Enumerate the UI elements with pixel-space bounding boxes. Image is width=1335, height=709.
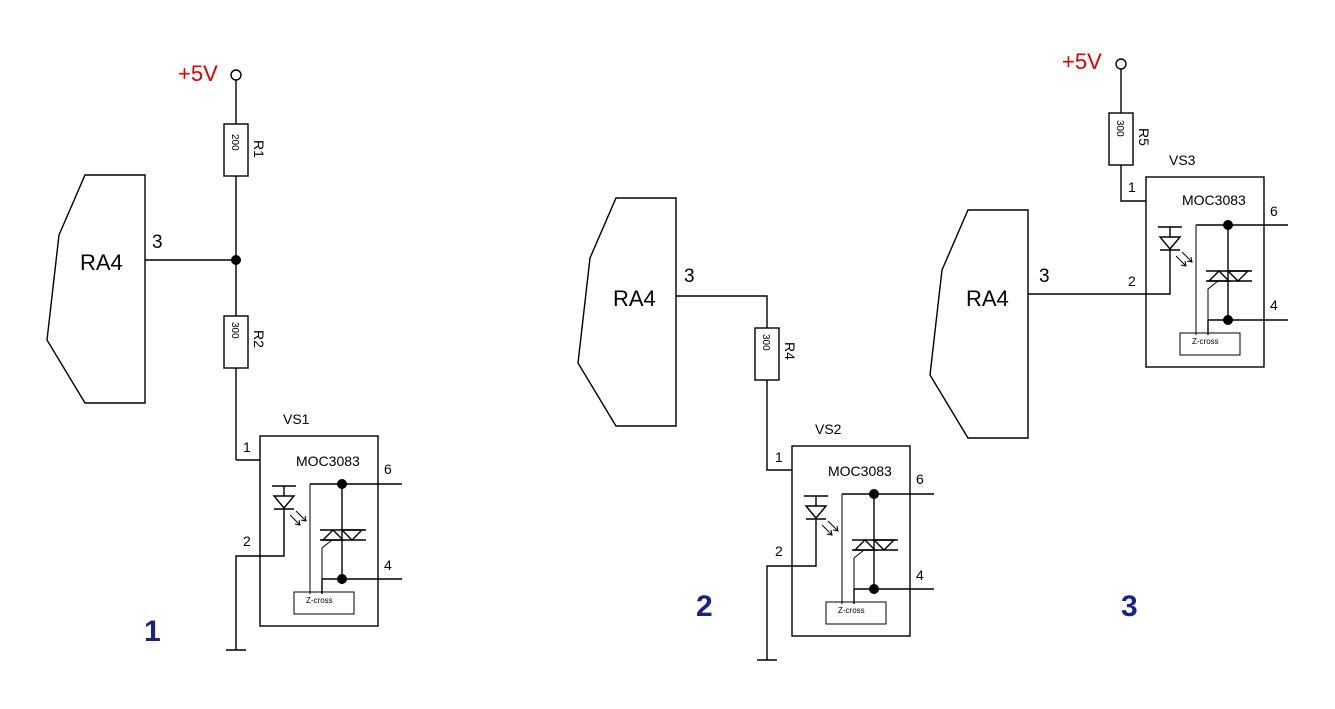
variant-number: 2 — [696, 590, 713, 623]
resistor-name: R2 — [251, 330, 267, 348]
pin-2: 2 — [243, 533, 251, 549]
variant-number: 1 — [144, 615, 161, 648]
variant-number: 3 — [1121, 590, 1138, 623]
pin-2: 2 — [775, 543, 783, 559]
resistor-value: 300 — [1114, 120, 1125, 137]
resistor-value: 200 — [229, 134, 240, 151]
resistor-r5 — [1108, 112, 1134, 166]
pin-6: 6 — [916, 471, 924, 487]
port-pin: 3 — [1039, 266, 1050, 287]
zero-cross-label: Z-cross — [306, 596, 333, 605]
resistor-r1 — [223, 123, 249, 177]
pin-2: 2 — [1128, 273, 1136, 289]
port-ra4 — [929, 209, 1029, 439]
opto-name: VS1 — [283, 411, 310, 427]
power-label: +5V — [1062, 49, 1102, 74]
resistor-value: 300 — [229, 322, 240, 339]
port-label: RA4 — [80, 250, 123, 275]
resistor-r2 — [223, 315, 249, 369]
resistor-name: R4 — [782, 342, 798, 360]
circuit-3: RA4 3 +5V 300 R5 VS3 MOC3083 Z-cross 1 2… — [929, 49, 1289, 623]
pin-4: 4 — [916, 567, 924, 583]
zero-cross-label: Z-cross — [1192, 337, 1219, 346]
power-label: +5V — [178, 61, 218, 86]
power-terminal — [1115, 58, 1127, 70]
pin-4: 4 — [1270, 297, 1278, 313]
power-terminal — [230, 69, 242, 81]
port-pin: 3 — [684, 266, 695, 287]
port-ra4 — [46, 174, 146, 404]
opto-part: MOC3083 — [828, 463, 892, 479]
opto-part: MOC3083 — [1182, 192, 1246, 208]
circuit-2: RA4 3 300 R4 VS2 MOC3083 Z-cross 1 2 6 4… — [577, 197, 935, 661]
resistor-name: R5 — [1136, 128, 1152, 146]
pin-4: 4 — [384, 557, 392, 573]
port-label: RA4 — [966, 286, 1009, 311]
pin-6: 6 — [1270, 203, 1278, 219]
zero-cross-label: Z-cross — [838, 606, 865, 615]
circuit-1: RA4 3 +5V 200 R1 300 R2 VS1 MOC3083 Z-cr… — [46, 61, 403, 651]
resistor-value: 300 — [760, 334, 771, 351]
opto-name: VS3 — [1169, 152, 1196, 168]
port-label: RA4 — [613, 286, 656, 311]
port-pin: 3 — [152, 232, 163, 253]
opto-name: VS2 — [815, 421, 842, 437]
resistor-name: R1 — [251, 140, 267, 158]
pin-1: 1 — [1128, 179, 1136, 195]
pin-6: 6 — [384, 461, 392, 477]
pin-1: 1 — [775, 449, 783, 465]
pin-1: 1 — [243, 439, 251, 455]
port-ra4 — [577, 197, 677, 427]
opto-part: MOC3083 — [296, 453, 360, 469]
